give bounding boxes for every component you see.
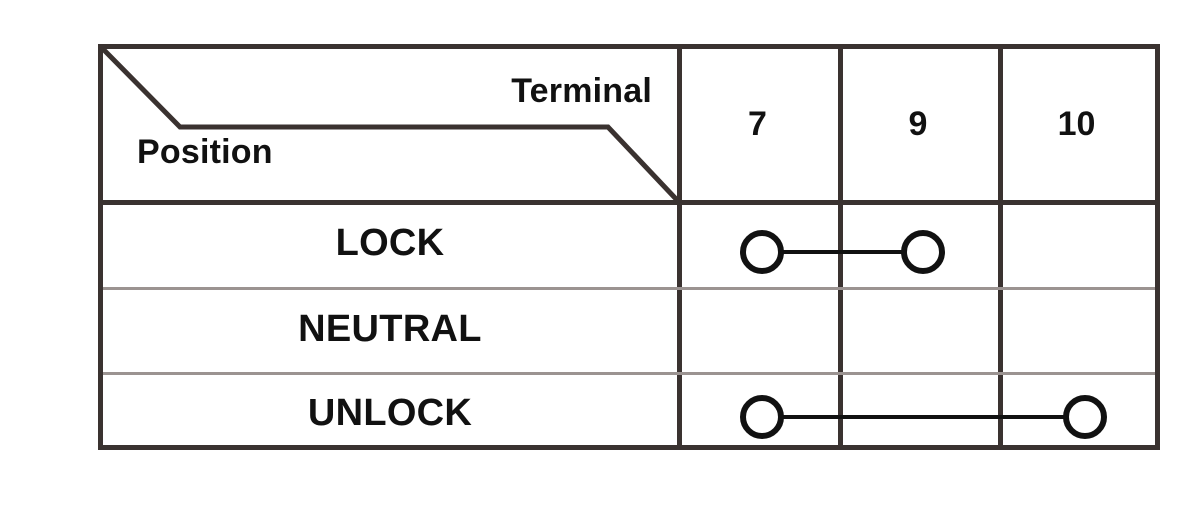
header-corner-cell: Terminal Position [101, 47, 679, 202]
header-divider [103, 200, 1155, 205]
row-axis-label: Position [137, 133, 273, 171]
row-divider-1 [103, 287, 1155, 290]
header-terminal-7: 7 [748, 105, 767, 143]
header-terminal-10: 10 [1057, 105, 1096, 143]
row-label-neutral: NEUTRAL [298, 308, 482, 350]
header-terminal-9: 9 [908, 105, 928, 143]
column-divider-2 [838, 49, 843, 445]
continuity-node-unlock-7 [740, 395, 784, 439]
row-label-lock: LOCK [335, 222, 445, 264]
row-label-unlock: UNLOCK [307, 392, 473, 434]
terminal-continuity-table: Terminal Position 7 9 10 LOCK NEUTRAL UN… [98, 44, 1160, 450]
continuity-link-unlock [740, 395, 1107, 439]
continuity-node-unlock-10 [1063, 395, 1107, 439]
continuity-node-lock-7 [740, 230, 784, 274]
column-divider-3 [998, 49, 1003, 445]
continuity-node-lock-9 [901, 230, 945, 274]
column-divider-1 [677, 49, 682, 445]
column-axis-label: Terminal [511, 72, 652, 110]
row-divider-2 [103, 372, 1155, 375]
corner-diagonal-lines [101, 47, 679, 202]
